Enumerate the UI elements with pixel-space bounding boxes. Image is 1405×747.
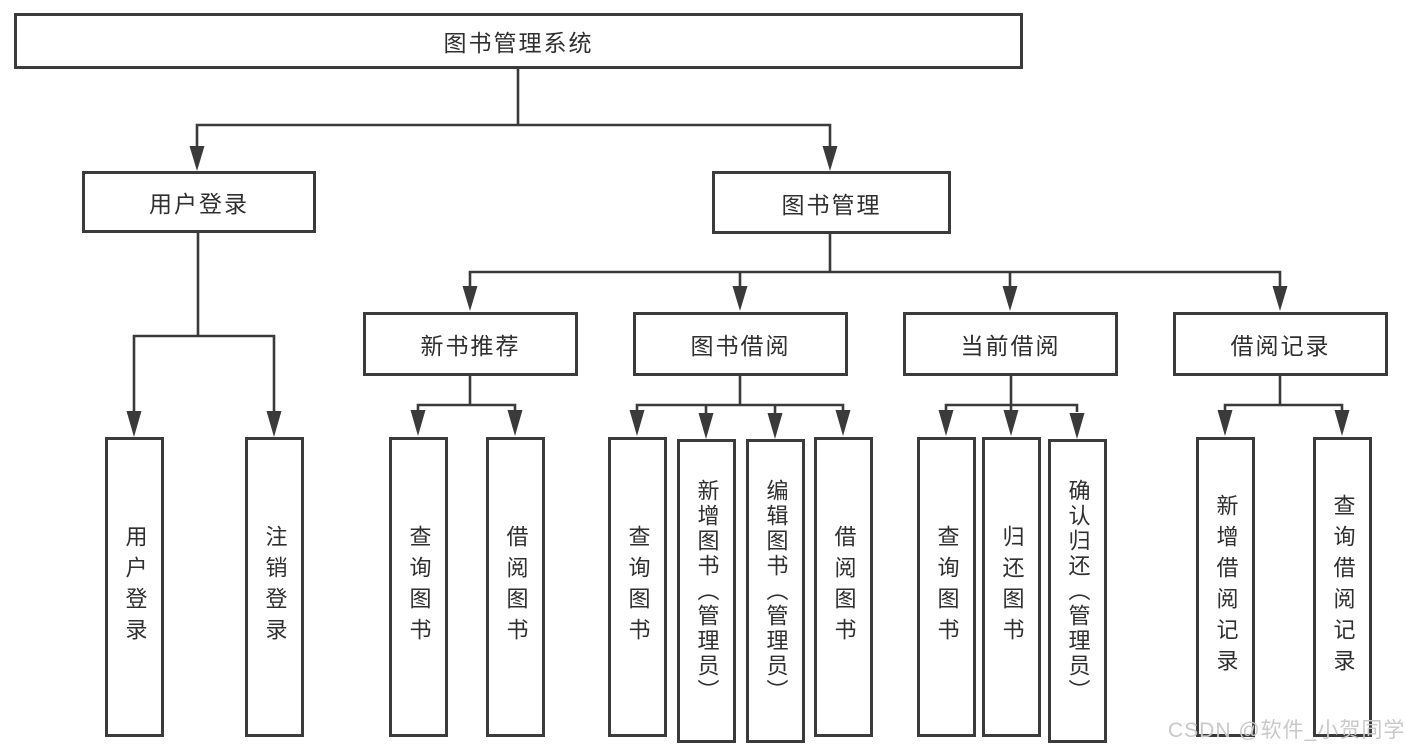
node-label: 查询图书: [625, 525, 651, 649]
node-user-login: 用户登录: [82, 171, 316, 233]
leaf-query-borrow-record: 查询借阅记录: [1313, 437, 1372, 737]
node-label: 当前借阅: [960, 333, 1061, 359]
leaf-borrow-books-2: 借阅图书: [814, 437, 873, 737]
node-label: 借阅图书: [831, 525, 857, 649]
leaf-user-login: 用户登录: [105, 437, 164, 737]
node-borrowing-records: 借阅记录: [1173, 312, 1388, 376]
leaf-return-books: 归还图书: [982, 437, 1041, 737]
node-label: 新书推荐: [420, 333, 521, 359]
leaf-borrow-books-1: 借阅图书: [486, 437, 545, 737]
node-label: 图书管理: [781, 191, 882, 218]
node-label: 图书管理系统: [443, 30, 594, 56]
node-new-book-recommend: 新书推荐: [363, 312, 578, 376]
node-label: 查询借阅记录: [1330, 494, 1356, 680]
node-book-borrowing: 图书借阅: [633, 312, 848, 376]
node-label: 借阅图书: [503, 525, 529, 649]
leaf-confirm-return-admin: 确认归还（管理员）: [1048, 439, 1107, 743]
leaf-query-books-3: 查询图书: [917, 437, 976, 737]
node-book-management: 图书管理: [712, 171, 951, 234]
node-label: 用户登录: [122, 525, 148, 649]
node-label: 注销登录: [262, 525, 288, 649]
leaf-logout: 注销登录: [245, 437, 304, 737]
leaf-add-books-admin: 新增图书（管理员）: [677, 439, 736, 743]
node-label: 用户登录: [149, 191, 249, 217]
leaf-add-borrow-record: 新增借阅记录: [1196, 437, 1255, 737]
leaf-edit-books-admin: 编辑图书（管理员）: [746, 439, 805, 743]
node-label: 确认归还（管理员）: [1065, 478, 1091, 704]
csdn-watermark: CSDN @软件_小贺同学: [1168, 719, 1405, 742]
node-library-management-system: 图书管理系统: [14, 13, 1023, 69]
node-label: 新增图书（管理员）: [694, 478, 720, 704]
node-label: 编辑图书（管理员）: [763, 478, 789, 704]
node-label: 查询图书: [406, 525, 432, 649]
node-label: 新增借阅记录: [1213, 494, 1239, 680]
node-label: 图书借阅: [690, 333, 791, 359]
node-label: 查询图书: [934, 525, 960, 649]
node-label: 归还图书: [999, 525, 1025, 649]
leaf-query-books-1: 查询图书: [389, 437, 448, 737]
node-label: 借阅记录: [1230, 333, 1331, 359]
node-current-borrowing: 当前借阅: [903, 312, 1118, 376]
leaf-query-books-2: 查询图书: [608, 437, 667, 737]
